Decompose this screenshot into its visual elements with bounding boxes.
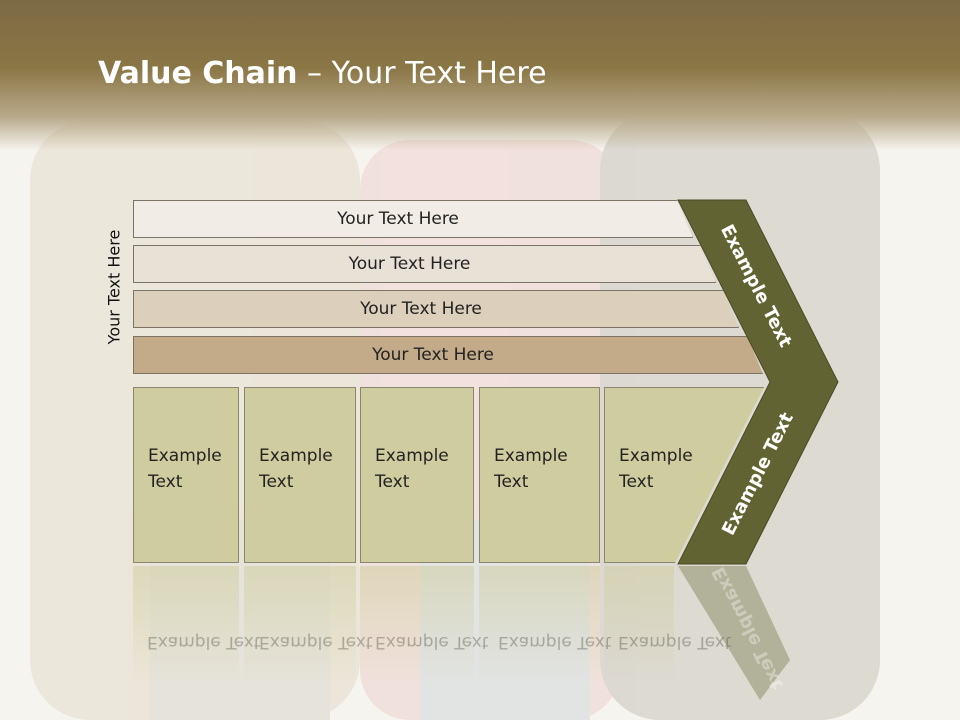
reflection	[604, 566, 674, 686]
reflection	[244, 566, 356, 686]
reflection	[479, 566, 600, 686]
support-bar-1: Your Text Here	[133, 200, 693, 238]
title-banner	[0, 0, 960, 150]
title-rest: – Your Text Here	[297, 56, 547, 91]
activity-box-3: Example Text	[360, 387, 474, 563]
slide-title: Value Chain – Your Text Here	[98, 56, 547, 91]
support-bar-4: Your Text Here	[133, 336, 763, 374]
title-bold: Value Chain	[98, 56, 298, 91]
activity-box-1: Example Text	[133, 387, 239, 563]
activity-box-4: Example Text	[479, 387, 600, 563]
support-bar-2: Your Text Here	[133, 245, 716, 283]
reflection	[360, 566, 474, 686]
support-bar-3: Your Text Here	[133, 290, 739, 328]
activity-box-2: Example Text	[244, 387, 356, 563]
reflection	[133, 566, 239, 686]
